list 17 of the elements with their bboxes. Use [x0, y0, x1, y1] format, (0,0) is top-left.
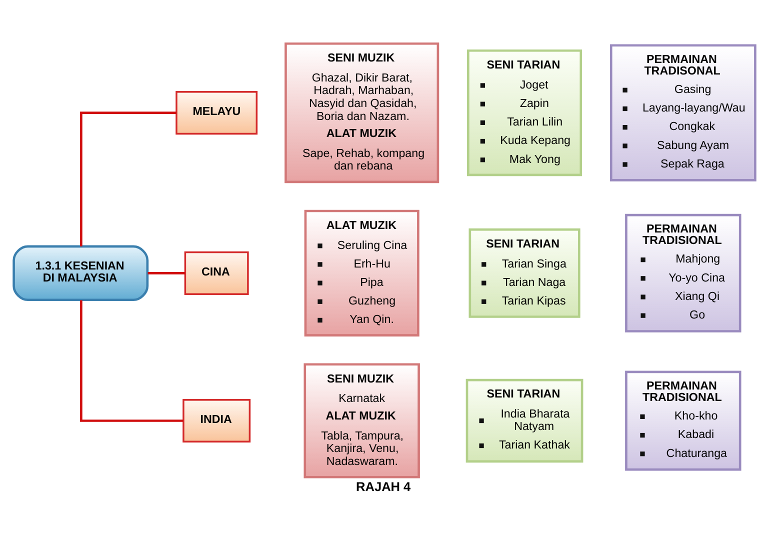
- connector: [147, 272, 184, 274]
- node-box: MELAYU: [175, 90, 258, 134]
- node-box: PERMAINAN TRADISONAL Gasing Layang-layang/Wau Congkak Sabung Ayam Sepak Raga: [609, 44, 756, 181]
- node-box: ALAT MUZIK Seruling Cina Erh-Hu Pipa Guzheng Yan Qin.: [304, 209, 419, 336]
- node-box: PERMAINAN TRADISIONAL Mahjong Yo-yo Cina Xiang Qi Go: [624, 213, 741, 332]
- node-box: INDIA: [182, 398, 250, 442]
- node-box: SENI TARIAN Joget Zapin Tarian Lilin Kuda Kepang Mak Yong: [466, 48, 582, 176]
- connector: [80, 300, 183, 422]
- node-box: SENI TARIAN India Bharata Natyam Tarian Kathak: [465, 378, 583, 462]
- connector: [80, 111, 176, 246]
- node-box: SENI TARIAN Tarian Singa Tarian Naga Tarian Kipas: [468, 228, 580, 318]
- node-box: SENI MUZIK Karnatak ALAT MUZIK Tabla, Tampura, Kanjira, Venu, Nadaswaram.: [303, 362, 420, 478]
- node-box: 1.3.1 KESENIAN DI MALAYSIA: [12, 244, 148, 301]
- caption: RAJAH 4: [356, 478, 410, 494]
- node-box: PERMAINAN TRADISIONAL Kho-kho Kabadi Chaturanga: [624, 370, 741, 470]
- node-box: CINA: [184, 250, 248, 294]
- node-box: SENI MUZIK Ghazal, Dikir Barat, Hadrah, Marhaban, Nasyid dan Qasidah, Boria dan Nazam. ALAT MUZIK Sape, Rehab, kompang dan rebana: [284, 42, 439, 183]
